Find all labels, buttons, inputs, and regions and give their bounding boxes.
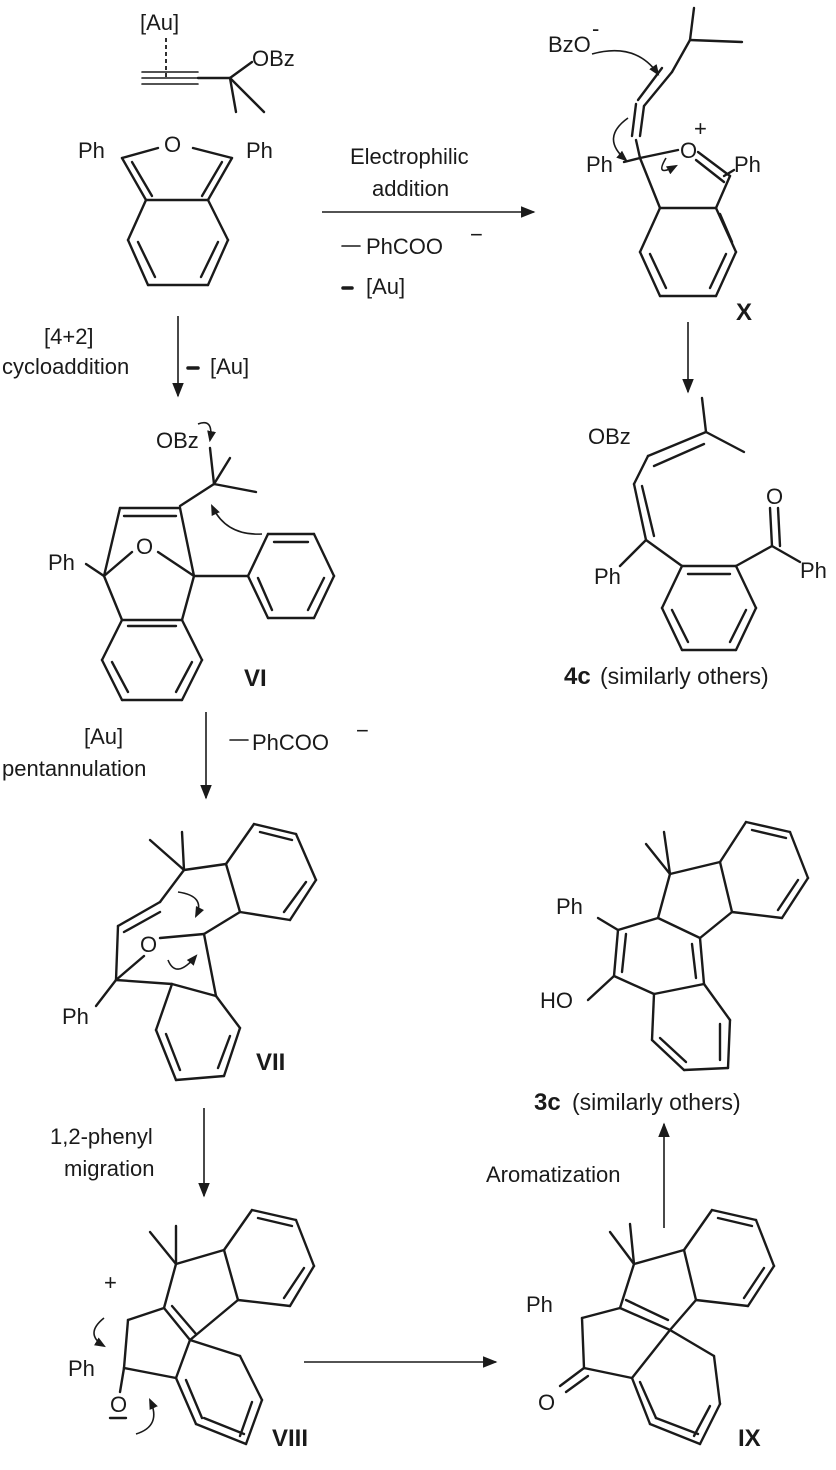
- viii-ph: Ph: [68, 1356, 95, 1381]
- ix-ketone-oxygen: O: [538, 1390, 555, 1415]
- cycloaddition-au-loss: [Au]: [210, 354, 249, 379]
- vii-oxygen: O: [140, 932, 157, 957]
- intermediate-IX: Ph O IX: [526, 1208, 776, 1452]
- starting-materials: [Au] OBz O Ph Ph: [78, 10, 295, 287]
- x-oxygen: O: [680, 138, 697, 163]
- 4c-ph: Ph: [594, 564, 621, 589]
- cycloaddition-label-2: cycloaddition: [2, 354, 129, 379]
- x-ph-right: Ph: [734, 152, 761, 177]
- phcoo-charge: −: [470, 222, 483, 247]
- start-ph-right: Ph: [246, 138, 273, 163]
- vi-ester-label: OBz: [156, 428, 199, 453]
- viii-carbocation: +: [104, 1270, 117, 1295]
- compound-id-X: X: [736, 299, 752, 326]
- 3c-hydroxyl: HO: [540, 988, 573, 1013]
- 3c-ph: Ph: [556, 894, 583, 919]
- pentannulation-phcoo-loss: PhCOO: [252, 730, 329, 755]
- viii-oxide: O: [110, 1392, 127, 1417]
- addition-label: addition: [372, 176, 449, 201]
- ix-ph: Ph: [526, 1292, 553, 1317]
- intermediate-VI: OBz O Ph: [48, 421, 336, 702]
- au-loss-label: [Au]: [366, 274, 405, 299]
- migration-label-2: migration: [64, 1156, 154, 1181]
- vi-oxygen: O: [136, 534, 153, 559]
- pentannulation-label-1: [Au]: [84, 724, 123, 749]
- x-benzoate-charge: -: [592, 16, 599, 41]
- 4c-ketone-oxygen: O: [766, 484, 783, 509]
- pentannulation-label-2: pentannulation: [2, 756, 146, 781]
- product-3c: Ph HO 3c (similarly others): [534, 820, 810, 1116]
- intermediate-VII: O Ph VII: [62, 822, 318, 1082]
- 3c-note: (similarly others): [572, 1089, 741, 1115]
- 4c-note: (similarly others): [600, 663, 769, 689]
- pentannulation-charge: −: [356, 718, 369, 743]
- electrophilic-label: Electrophilic: [350, 144, 469, 169]
- aromatization-label: Aromatization: [486, 1162, 621, 1187]
- intermediate-X: BzO - O + Ph Ph X: [548, 6, 761, 326]
- arrow-cycloaddition: [4+2] cycloaddition [Au]: [2, 316, 249, 398]
- 4c-ester-label: OBz: [588, 424, 631, 449]
- x-benzoate-label: BzO: [548, 32, 591, 57]
- x-oxonium-charge: +: [694, 116, 707, 141]
- vii-ph: Ph: [62, 1004, 89, 1029]
- phcoo-loss-label: PhCOO: [366, 234, 443, 259]
- migration-label-1: 1,2-phenyl: [50, 1124, 153, 1149]
- compound-id-VII: VII: [256, 1049, 285, 1076]
- compound-id-VIII: VIII: [272, 1425, 308, 1452]
- compound-id-4c: 4c: [564, 663, 591, 690]
- x-ph-left: Ph: [586, 152, 613, 177]
- gold-catalyst-label: [Au]: [140, 10, 179, 35]
- arrow-pentannulation: [Au] pentannulation PhCOO −: [2, 712, 369, 800]
- compound-id-VI: VI: [244, 665, 267, 692]
- intermediate-VIII: + Ph O VIII: [68, 1208, 316, 1452]
- compound-id-IX: IX: [738, 1425, 761, 1452]
- 4c-ketone-ph: Ph: [800, 558, 827, 583]
- start-ph-left: Ph: [78, 138, 105, 163]
- compound-id-3c: 3c: [534, 1089, 561, 1116]
- arrow-phenyl-migration: 1,2-phenyl migration: [50, 1108, 210, 1198]
- arrow-electrophilic-addition: Electrophilic addition PhCOO − [Au]: [322, 144, 536, 299]
- vi-ph: Ph: [48, 550, 75, 575]
- start-ester-label: OBz: [252, 46, 295, 71]
- start-oxygen: O: [164, 132, 181, 157]
- cycloaddition-label-1: [4+2]: [44, 324, 94, 349]
- arrow-aromatization: Aromatization: [486, 1122, 670, 1228]
- product-4c: OBz Ph O Ph 4c (similarly others): [564, 396, 827, 690]
